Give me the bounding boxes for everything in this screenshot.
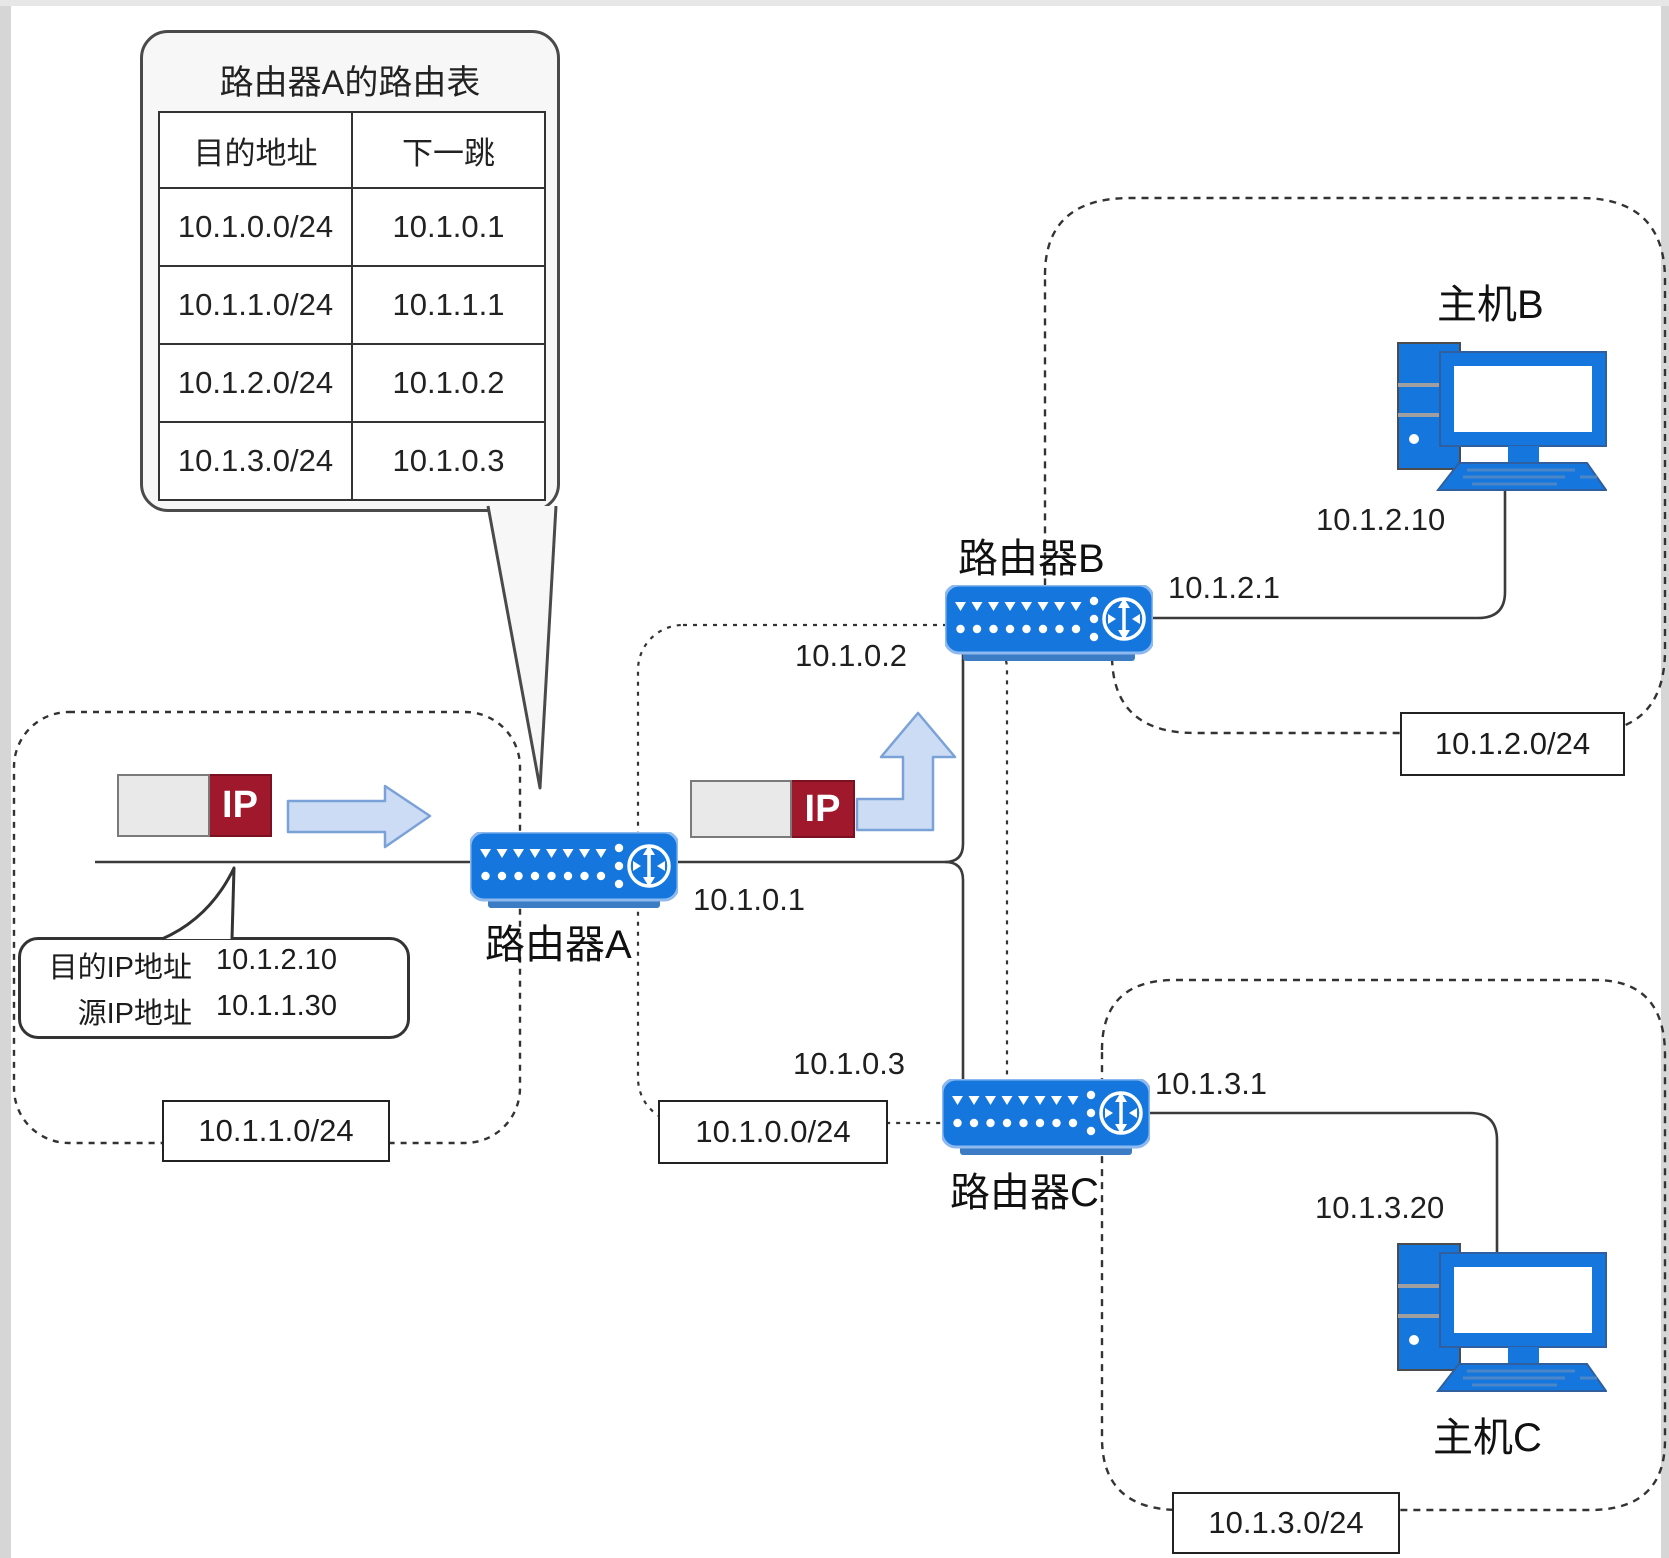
dest-cell: 10.1.0.0/24	[158, 187, 353, 267]
table-row: 10.1.2.0/24 10.1.0.2	[158, 343, 546, 423]
label-router-c: 路由器C	[950, 1171, 1099, 1215]
table-row: 10.1.3.0/24 10.1.0.3	[158, 421, 546, 501]
ip-packet-2: IP	[690, 780, 855, 838]
label-host-b: 主机B	[1437, 283, 1544, 327]
router-c-icon	[942, 1079, 1150, 1157]
table-row: 10.1.0.0/24 10.1.0.1	[158, 187, 546, 267]
packet-payload	[690, 780, 792, 838]
src-ip-label: 源IP地址	[77, 998, 192, 1030]
arrow-bent-up-icon	[855, 711, 957, 832]
netbox-10-1-0-0: 10.1.0.0/24	[658, 1100, 888, 1164]
link-a-to-c	[944, 860, 965, 1090]
iface-a-10-1-0-1: 10.1.0.1	[693, 882, 806, 917]
router-a-icon	[470, 832, 678, 910]
page-edge-left	[0, 0, 11, 1558]
dest-cell: 10.1.2.0/24	[158, 343, 353, 423]
link-c-to-hostc	[1137, 1111, 1499, 1256]
link-b-to-hostb	[1152, 482, 1507, 620]
dest-ip-value: 10.1.2.10	[216, 944, 337, 976]
packet-ip-header: IP	[210, 774, 272, 837]
next-hop-cell: 10.1.1.1	[351, 265, 546, 345]
page-edge-top	[0, 0, 1669, 6]
next-hop-cell: 10.1.0.1	[351, 187, 546, 267]
region-net-10-1-2-0	[1043, 196, 1667, 735]
netbox-10-1-2-0: 10.1.2.0/24	[1400, 712, 1625, 776]
netbox-10-1-1-0: 10.1.1.0/24	[162, 1100, 390, 1162]
iface-b-10-1-2-1: 10.1.2.1	[1168, 570, 1281, 605]
host-c-icon	[1397, 1243, 1607, 1393]
routing-table-header-dest: 目的地址	[158, 111, 353, 189]
label-host-c: 主机C	[1433, 1416, 1542, 1460]
page-edge-right	[1661, 0, 1669, 1558]
src-ip-value: 10.1.1.30	[216, 990, 337, 1022]
routing-table-header-next: 下一跳	[351, 111, 546, 189]
next-hop-cell: 10.1.0.2	[351, 343, 546, 423]
dest-cell: 10.1.1.0/24	[158, 265, 353, 345]
packet-detail-bubble: 目的IP地址 10.1.2.10 源IP地址 10.1.1.30	[18, 937, 410, 1039]
routing-table: 目的地址 下一跳 10.1.0.0/24 10.1.0.1 10.1.1.0/2…	[158, 111, 546, 501]
ip-packet-1: IP	[117, 774, 272, 837]
iface-b-10-1-0-2: 10.1.0.2	[795, 638, 908, 673]
table-row: 10.1.1.0/24 10.1.1.1	[158, 265, 546, 345]
region-net-10-1-1-0	[12, 710, 522, 1145]
host-b-icon	[1397, 342, 1607, 492]
label-router-b: 路由器B	[958, 537, 1105, 581]
packet-payload	[117, 774, 210, 837]
routing-table-callout: 路由器A的路由表 目的地址 下一跳 10.1.0.0/24 10.1.0.1 1…	[140, 30, 560, 512]
host-b-ip: 10.1.2.10	[1316, 502, 1446, 537]
callout-tail	[486, 505, 558, 790]
iface-c-10-1-0-3: 10.1.0.3	[793, 1046, 906, 1081]
netbox-10-1-3-0: 10.1.3.0/24	[1172, 1492, 1400, 1554]
host-c-ip: 10.1.3.20	[1315, 1190, 1445, 1225]
bubble-tail	[161, 866, 236, 941]
routing-table-title: 路由器A的路由表	[219, 64, 481, 102]
region-net-10-1-3-0	[1100, 978, 1667, 1512]
dest-ip-label: 目的IP地址	[48, 952, 192, 984]
dest-cell: 10.1.3.0/24	[158, 421, 353, 501]
packet-ip-header: IP	[792, 780, 855, 838]
router-b-icon	[945, 585, 1153, 663]
iface-c-10-1-3-1: 10.1.3.1	[1155, 1066, 1268, 1101]
label-router-a: 路由器A	[485, 923, 632, 967]
next-hop-cell: 10.1.0.3	[351, 421, 546, 501]
arrow-right-icon	[286, 784, 432, 849]
